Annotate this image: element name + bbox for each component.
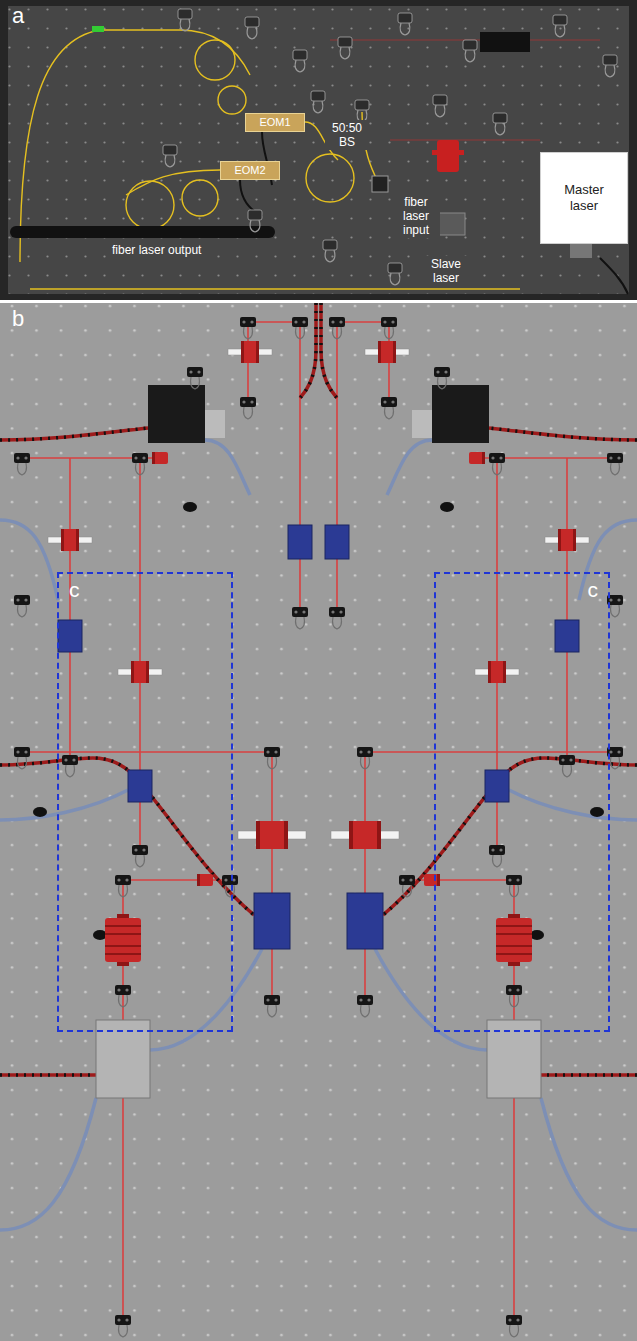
part-label: fiber laser input xyxy=(392,194,440,238)
panel-letter: c xyxy=(446,578,598,602)
fiber-laser-output-tube xyxy=(10,226,275,238)
breadboard-a xyxy=(0,0,637,300)
eom-box: EOM1 xyxy=(245,113,305,132)
component-name: Master laser xyxy=(549,182,619,214)
panel-label: c c b xyxy=(0,303,637,1341)
fiber-collimator xyxy=(480,32,530,52)
eom-box: EOM2 xyxy=(220,161,280,180)
panel-letter: a xyxy=(12,3,625,29)
setup-left-half xyxy=(0,303,316,1337)
breadboard-b xyxy=(0,300,637,1341)
dashed-region: c xyxy=(434,572,610,1032)
panel-letter: b xyxy=(12,306,625,332)
fiber-input-coupler xyxy=(372,176,388,192)
component-name: EOM1 xyxy=(259,116,290,129)
part-label: Slave laser xyxy=(425,256,467,286)
laser-box: Master laser xyxy=(540,152,628,244)
optical-fiber xyxy=(20,30,520,289)
setup-right-half xyxy=(321,303,637,1337)
part-label: fiber laser output xyxy=(110,242,203,258)
laser-connector xyxy=(570,244,592,258)
cable xyxy=(240,132,628,294)
component-name: EOM2 xyxy=(234,164,265,177)
part-label: 50:50 BS xyxy=(325,120,369,150)
fiber-connector xyxy=(92,26,104,32)
panel-label: EOM1EOM2Master laser a xyxy=(0,0,637,300)
panel-letter: c xyxy=(69,578,221,602)
dashed-region: c xyxy=(57,572,233,1032)
laser-beam xyxy=(330,40,600,140)
